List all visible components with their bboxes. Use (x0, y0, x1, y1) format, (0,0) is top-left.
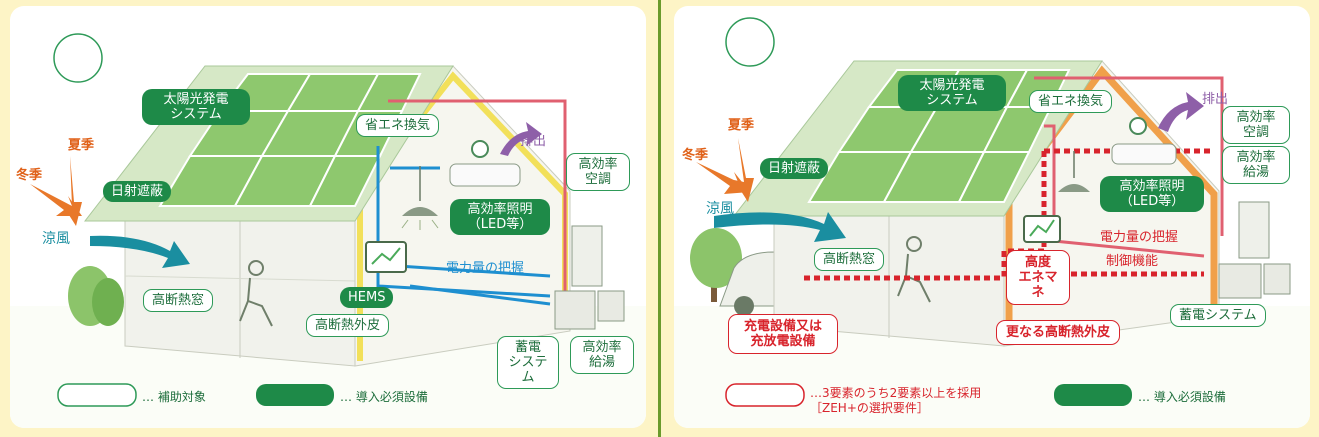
wall-label: 高断熱外皮 (306, 314, 390, 337)
window-label: 高断熱窓 (143, 289, 214, 312)
legend-fill-text: … 導入必須設備 (1138, 390, 1226, 404)
aircon-icon (449, 163, 521, 187)
vent-fan-icon (471, 140, 489, 158)
exhaust-arrow-icon (1158, 92, 1204, 132)
wind-arrow-icon (714, 212, 846, 242)
power-monitor-label: 電力量の把握 (446, 261, 525, 276)
zeh-plus-diagram-panel: 太陽光発電 システム 省エネ換気 排出 夏季 冬季 日射遮蔽 高効率 空調 高効… (674, 6, 1310, 428)
battery-icon (554, 290, 625, 330)
battery-icon (1218, 263, 1291, 299)
exhaust-label: 排出 (520, 134, 547, 149)
tree-icon (690, 228, 742, 302)
advanced-energy-management-label: 高度 エネマネ (1006, 250, 1070, 305)
cool-wind-label: 涼風 (42, 231, 70, 247)
wind-arrow-icon (90, 235, 190, 268)
sun-arrow-icon (696, 138, 754, 202)
panel-divider (658, 0, 661, 437)
exhaust-label: 排出 (1202, 92, 1229, 107)
zeh-diagram-panel: 太陽光発電 システム 省エネ換気 排出 夏季 冬季 日射遮蔽 高効率 空調 高効… (10, 6, 646, 428)
control-function-label: 制御機能 (1106, 254, 1159, 269)
aircon-label: 高効率 空調 (566, 153, 630, 191)
lamp-icon (1058, 151, 1090, 192)
hems-monitor-icon (1023, 215, 1061, 243)
aircon-icon (1111, 143, 1177, 165)
ventilation-label: 省エネ換気 (1029, 90, 1113, 113)
sun-arrow-icon (30, 156, 82, 226)
winter-label: 冬季 (16, 168, 43, 183)
tree-icon (68, 266, 124, 326)
circle-marker-icon (725, 17, 775, 67)
solar-system-label: 太陽光発電 システム (142, 89, 250, 125)
vent-fan-icon (1129, 117, 1147, 135)
exhaust-arrow-icon (500, 122, 542, 156)
battery-label: 蓄電 システム (497, 336, 559, 389)
legend-outline-text: …3要素のうち2要素以上を採用 ［ZEH+の選択要件］ (810, 386, 982, 415)
legend-outline-text: … 補助対象 (142, 390, 206, 404)
solar-system-label: 太陽光発電 システム (898, 75, 1006, 111)
wall-label: 更なる高断熱外皮 (996, 320, 1121, 345)
ventilation-label: 省エネ換気 (356, 114, 440, 137)
charger-label: 充電設備又は 充放電設備 (728, 314, 838, 354)
cool-wind-label: 涼風 (706, 201, 734, 217)
water-heater-label: 高効率 給湯 (1222, 146, 1290, 184)
sunshade-label: 日射遮蔽 (760, 158, 829, 179)
summer-label: 夏季 (68, 138, 95, 153)
circle-marker-icon (53, 33, 103, 83)
battery-label: 蓄電システム (1170, 304, 1266, 327)
aircon-label: 高効率 空調 (1222, 106, 1290, 144)
power-lines (376, 146, 551, 306)
hems-label: HEMS (340, 287, 394, 308)
winter-label: 冬季 (682, 148, 709, 163)
water-heater-icon (571, 225, 603, 287)
hems-monitor-icon (365, 241, 407, 273)
lamp-icon (401, 166, 439, 230)
lighting-label: 高効率照明 （LED等） (450, 199, 550, 235)
water-heater-icon (1238, 201, 1270, 259)
sunshade-label: 日射遮蔽 (103, 181, 172, 202)
house-illustration-plus (674, 17, 1310, 428)
legend-fill-text: … 導入必須設備 (340, 390, 428, 404)
lighting-label: 高効率照明 （LED等） (1100, 176, 1204, 212)
water-heater-label: 高効率 給湯 (570, 336, 634, 374)
summer-label: 夏季 (728, 118, 755, 133)
power-monitor-label: 電力量の把握 (1100, 230, 1179, 245)
window-label: 高断熱窓 (814, 248, 885, 271)
person-icon (239, 260, 273, 327)
